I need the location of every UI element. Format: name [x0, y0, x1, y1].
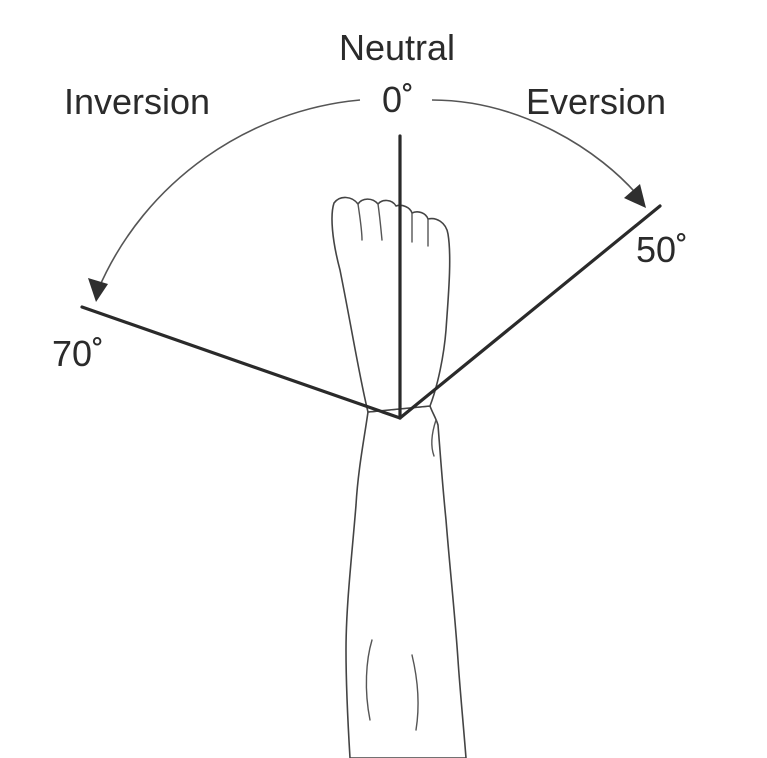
foot-outline [332, 197, 450, 412]
leg-outline [346, 406, 466, 758]
neutral-angle-label: 0˚ [382, 79, 414, 120]
eversion-label: Eversion [526, 81, 666, 122]
eversion-angle-label: 50˚ [636, 229, 688, 270]
inversion-angle-label: 70˚ [52, 333, 104, 374]
eversion-arrow-head [624, 184, 646, 208]
neutral-label: Neutral [339, 27, 455, 68]
inversion-arrow-head [88, 278, 108, 302]
inversion-label: Inversion [64, 81, 210, 122]
inversion-arc [98, 100, 360, 290]
